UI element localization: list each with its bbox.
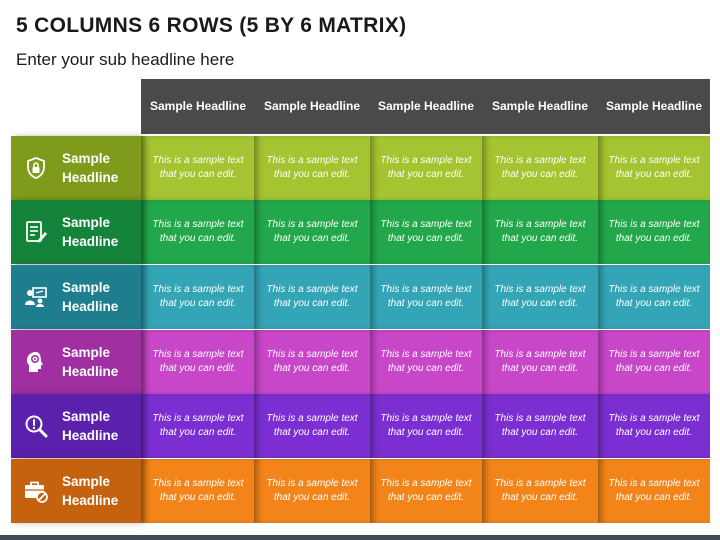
row-header-label: Sample Headline [62, 409, 119, 443]
column-header-1: Sample Headline [141, 79, 255, 134]
cell-text: This is a sample text that you can edit. [266, 348, 358, 375]
cell-text: This is a sample text that you can edit. [494, 348, 586, 375]
row-header-3: Sample Headline [11, 265, 141, 329]
row-header-label: Sample Headline [62, 280, 119, 314]
matrix-cell: This is a sample text that you can edit. [141, 136, 255, 200]
matrix-cell: This is a sample text that you can edit. [141, 459, 255, 523]
matrix-cell: This is a sample text that you can edit. [370, 330, 482, 394]
head-gear-icon [24, 350, 48, 374]
column-header-2: Sample Headline [254, 79, 370, 134]
matrix-cell: This is a sample text that you can edit. [482, 459, 598, 523]
matrix-cell: This is a sample text that you can edit. [370, 394, 482, 458]
row-header-5: Sample Headline [11, 394, 141, 458]
row-header-label: Sample Headline [62, 474, 119, 508]
cell-text: This is a sample text that you can edit. [266, 412, 358, 439]
cell-text: This is a sample text that you can edit. [266, 283, 358, 310]
cell-text: This is a sample text that you can edit. [494, 283, 586, 310]
bottom-bar [0, 535, 720, 540]
column-header-3: Sample Headline [370, 79, 482, 134]
matrix-cell: This is a sample text that you can edit. [482, 265, 598, 329]
matrix-cell: This is a sample text that you can edit. [482, 394, 598, 458]
cell-text: This is a sample text that you can edit. [152, 348, 244, 375]
cell-text: This is a sample text that you can edit. [608, 154, 700, 181]
matrix-cell: This is a sample text that you can edit. [141, 265, 255, 329]
presentation-people-icon [24, 285, 48, 309]
matrix-cell: This is a sample text that you can edit. [370, 136, 482, 200]
column-header-label: Sample Headline [149, 99, 247, 113]
column-header-4: Sample Headline [482, 79, 598, 134]
column-header-label: Sample Headline [605, 99, 703, 113]
matrix-cell: This is a sample text that you can edit. [598, 136, 710, 200]
column-header-5: Sample Headline [598, 79, 710, 134]
row-header-label: Sample Headline [62, 345, 119, 379]
matrix-cell: This is a sample text that you can edit. [482, 136, 598, 200]
row-header-6: Sample Headline [11, 459, 141, 523]
matrix-cell: This is a sample text that you can edit. [598, 265, 710, 329]
cell-text: This is a sample text that you can edit. [152, 218, 244, 245]
matrix-cell: This is a sample text that you can edit. [598, 330, 710, 394]
cell-text: This is a sample text that you can edit. [152, 154, 244, 181]
cell-text: This is a sample text that you can edit. [380, 218, 472, 245]
matrix-cell: This is a sample text that you can edit. [254, 136, 370, 200]
matrix-cell: This is a sample text that you can edit. [370, 200, 482, 264]
cell-text: This is a sample text that you can edit. [380, 477, 472, 504]
cell-text: This is a sample text that you can edit. [152, 477, 244, 504]
page-subtitle: Enter your sub headline here [16, 50, 235, 69]
cell-text: This is a sample text that you can edit. [380, 283, 472, 310]
matrix-cell: This is a sample text that you can edit. [482, 330, 598, 394]
column-header-label: Sample Headline [377, 99, 475, 113]
cell-text: This is a sample text that you can edit. [608, 348, 700, 375]
cell-text: This is a sample text that you can edit. [152, 412, 244, 439]
row-header-4: Sample Headline [11, 330, 141, 394]
matrix-cell: This is a sample text that you can edit. [141, 330, 255, 394]
matrix-cell: This is a sample text that you can edit. [598, 394, 710, 458]
magnifier-alert-icon [24, 414, 48, 438]
cell-text: This is a sample text that you can edit. [266, 477, 358, 504]
cell-text: This is a sample text that you can edit. [266, 154, 358, 181]
matrix-cell: This is a sample text that you can edit. [598, 200, 710, 264]
cell-text: This is a sample text that you can edit. [608, 218, 700, 245]
matrix-cell: This is a sample text that you can edit. [370, 265, 482, 329]
cell-text: This is a sample text that you can edit. [494, 477, 586, 504]
cell-text: This is a sample text that you can edit. [380, 348, 472, 375]
column-header-label: Sample Headline [491, 99, 589, 113]
row-header-label: Sample Headline [62, 215, 119, 249]
matrix-cell: This is a sample text that you can edit. [141, 394, 255, 458]
cell-text: This is a sample text that you can edit. [266, 218, 358, 245]
shield-lock-icon [24, 156, 48, 180]
column-header-label: Sample Headline [263, 99, 361, 113]
matrix-cell: This is a sample text that you can edit. [254, 200, 370, 264]
cell-text: This is a sample text that you can edit. [494, 154, 586, 181]
cell-text: This is a sample text that you can edit. [608, 412, 700, 439]
row-header-label: Sample Headline [62, 151, 119, 185]
row-header-1: Sample Headline [11, 136, 141, 200]
matrix-cell: This is a sample text that you can edit. [598, 459, 710, 523]
document-pen-icon [24, 220, 48, 244]
cell-text: This is a sample text that you can edit. [152, 283, 244, 310]
matrix-cell: This is a sample text that you can edit. [254, 330, 370, 394]
matrix-cell: This is a sample text that you can edit. [254, 394, 370, 458]
cell-text: This is a sample text that you can edit. [380, 154, 472, 181]
matrix-cell: This is a sample text that you can edit. [370, 459, 482, 523]
cell-text: This is a sample text that you can edit. [608, 477, 700, 504]
matrix-cell: This is a sample text that you can edit. [254, 265, 370, 329]
page-title: 5 COLUMNS 6 ROWS (5 BY 6 MATRIX) [16, 14, 407, 37]
cell-text: This is a sample text that you can edit. [494, 218, 586, 245]
row-header-2: Sample Headline [11, 200, 141, 264]
cell-text: This is a sample text that you can edit. [380, 412, 472, 439]
matrix-cell: This is a sample text that you can edit. [141, 200, 255, 264]
matrix-cell: This is a sample text that you can edit. [254, 459, 370, 523]
matrix-cell: This is a sample text that you can edit. [482, 200, 598, 264]
cell-text: This is a sample text that you can edit. [608, 283, 700, 310]
cell-text: This is a sample text that you can edit. [494, 412, 586, 439]
briefcase-block-icon [24, 479, 48, 503]
